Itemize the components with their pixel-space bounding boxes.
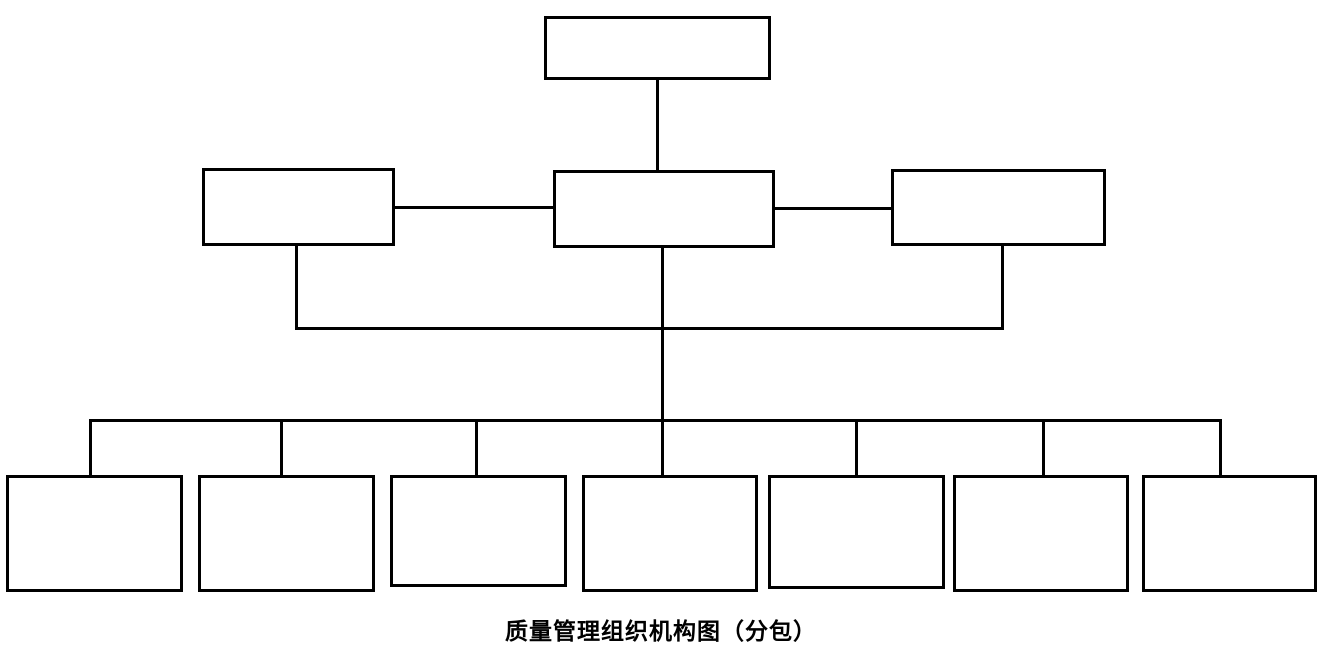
org-box-mid-right [891, 169, 1106, 246]
connector-left-drop [295, 244, 298, 330]
org-box-bottom-4 [582, 475, 758, 592]
org-box-bottom-1 [6, 475, 183, 592]
org-box-top [544, 16, 771, 80]
connector-right-horizontal [774, 207, 892, 210]
org-box-mid-left [202, 168, 395, 246]
connector-drop-2 [280, 419, 283, 476]
connector-right-drop [1001, 244, 1004, 330]
org-box-bottom-5 [768, 475, 945, 589]
connector-center-stem [661, 246, 664, 422]
connector-drop-1 [89, 419, 92, 476]
org-box-bottom-3 [390, 475, 567, 587]
connector-drop-6 [1042, 419, 1045, 476]
connector-middle-bus [295, 327, 1004, 330]
connector-drop-5 [855, 419, 858, 476]
connector-drop-4 [661, 419, 664, 476]
diagram-caption: 质量管理组织机构图（分包） [505, 618, 817, 645]
connector-top-stem [656, 78, 659, 172]
org-box-bottom-7 [1142, 475, 1317, 592]
org-box-bottom-6 [953, 475, 1129, 592]
connector-drop-7 [1219, 419, 1222, 476]
connector-distributor-bus [89, 419, 1222, 422]
connector-left-horizontal [394, 206, 554, 209]
org-box-mid-center [553, 170, 775, 248]
connector-drop-3 [475, 419, 478, 476]
org-box-bottom-2 [198, 475, 375, 592]
